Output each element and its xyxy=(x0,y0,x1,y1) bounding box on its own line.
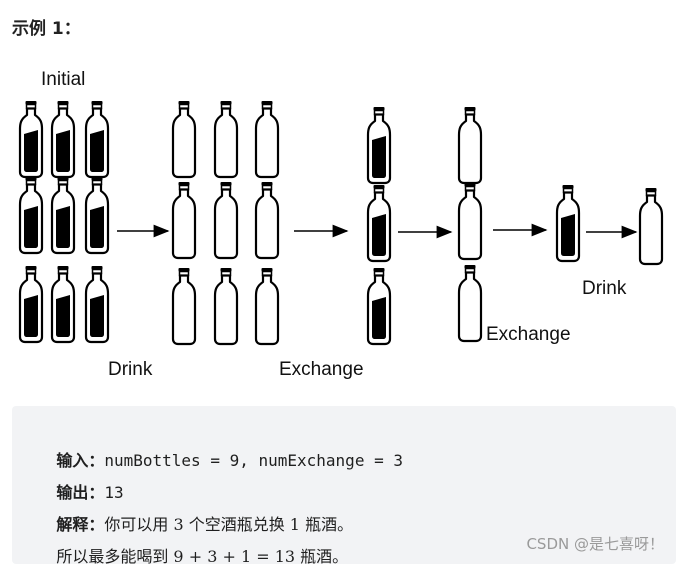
label-drink-2: Drink xyxy=(582,278,627,299)
final-empty-bottle xyxy=(638,186,664,266)
full-bottle xyxy=(18,175,44,255)
label-initial: Initial xyxy=(41,69,85,90)
input-label: 输入： xyxy=(56,451,105,470)
empty-bottle xyxy=(213,266,239,346)
initial-bottles-group xyxy=(18,99,110,344)
full-bottle xyxy=(366,266,392,346)
empty-bottle xyxy=(254,266,280,346)
label-exchange-1: Exchange xyxy=(279,359,364,380)
label-exchange-2: Exchange xyxy=(486,324,571,345)
bottle-exchange-diagram: Initial Drink Exchange Exchange Drink xyxy=(18,69,664,380)
full-bottle xyxy=(84,175,110,255)
full-bottle xyxy=(50,99,76,179)
full-bottle xyxy=(50,264,76,344)
output-value: 13 xyxy=(104,483,124,502)
explain-text-1: 你可以用 3 个空酒瓶兑换 1 瓶酒。 xyxy=(104,515,354,534)
explain-label: 解释： xyxy=(56,515,105,534)
empty-bottle xyxy=(171,266,197,346)
full-bottle xyxy=(84,264,110,344)
empty-bottle xyxy=(213,99,239,179)
empty-bottle xyxy=(254,180,280,260)
explain-text-2: 所以最多能喝到 9 + 3 + 1 = 13 瓶酒。 xyxy=(56,547,349,566)
label-drink-1: Drink xyxy=(108,359,153,380)
empty-bottle xyxy=(171,180,197,260)
input-line: 输入：numBottles = 9, numExchange = 3 xyxy=(36,428,403,490)
example-code-block: 输入：numBottles = 9, numExchange = 3 输出：13… xyxy=(12,406,676,566)
full-bottle xyxy=(50,175,76,255)
explain-line-1: 解释：你可以用 3 个空酒瓶兑换 1 瓶酒。 xyxy=(36,492,353,554)
watermark: CSDN @是七喜呀！ xyxy=(526,535,664,553)
exchanged-full-bottles-group xyxy=(366,105,392,346)
final-full-bottle xyxy=(555,183,581,263)
explain-line-2: 所以最多能喝到 9 + 3 + 1 = 13 瓶酒。 xyxy=(36,524,348,586)
empty-bottle xyxy=(457,181,483,261)
full-bottle xyxy=(84,99,110,179)
empty-bottles-group-2 xyxy=(457,105,483,343)
empty-bottle xyxy=(213,180,239,260)
empty-bottle xyxy=(457,263,483,343)
empty-bottle xyxy=(254,99,280,179)
full-bottle xyxy=(366,183,392,263)
output-label: 输出： xyxy=(56,483,105,502)
full-bottle xyxy=(366,105,392,185)
empty-bottle xyxy=(457,105,483,185)
full-bottle xyxy=(18,99,44,179)
empty-bottles-group xyxy=(171,99,280,346)
input-value: numBottles = 9, numExchange = 3 xyxy=(104,451,403,470)
example-heading: 示例 1： xyxy=(12,19,81,39)
output-line: 输出：13 xyxy=(36,460,124,522)
full-bottle xyxy=(18,264,44,344)
empty-bottle xyxy=(171,99,197,179)
